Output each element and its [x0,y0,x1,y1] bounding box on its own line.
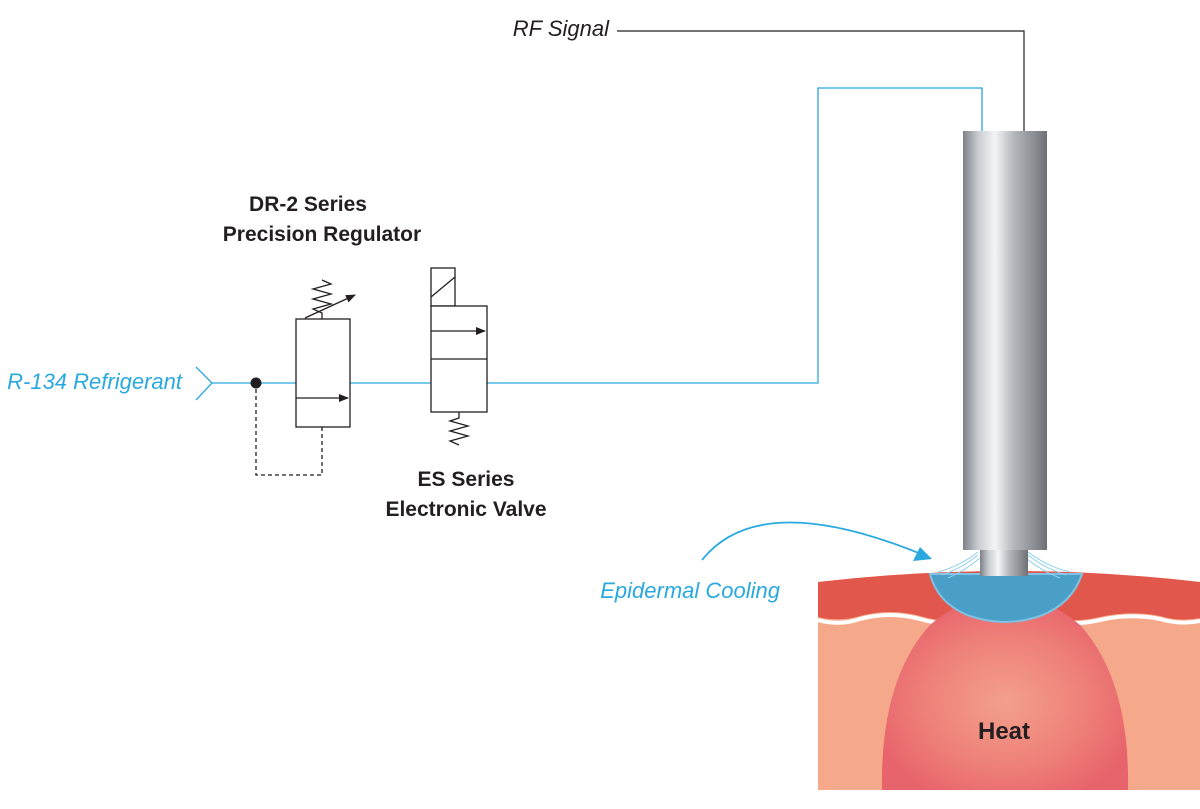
valve-spring-icon [447,412,471,446]
precision-regulator-symbol [250,279,356,476]
junction-dot [250,377,262,389]
regulator-body [295,318,351,428]
regulator-title-line2: Precision Regulator [223,223,421,246]
heat-zone [881,595,1129,790]
rf-signal-label: RF Signal [513,16,610,41]
coolant-line-main [482,87,983,384]
inlet-connector-icon [195,366,213,401]
cooling-arrowhead-icon [913,547,932,561]
electronic-valve-symbol [430,267,488,446]
cooling-zone [928,573,1084,623]
heat-label: Heat [978,718,1030,745]
adjustable-arrow-icon [304,294,356,319]
coolant-spray [937,551,1071,579]
pilot-line [255,389,323,476]
rf-signal-line [617,30,1025,131]
valve-title-line1: ES Series [418,468,515,491]
probe-tip [980,550,1028,576]
rf-probe [963,131,1047,576]
valve-title-line2: Electronic Valve [385,498,546,521]
cooling-label: Epidermal Cooling [600,578,781,603]
probe-body [963,131,1047,550]
solenoid-coil-icon [430,276,456,298]
skin-section [818,571,1200,790]
refrigerant-label: R-134 Refrigerant [7,369,183,394]
cooling-pointer-arrow [701,521,927,561]
regulator-title-line1: DR-2 Series [249,193,367,216]
